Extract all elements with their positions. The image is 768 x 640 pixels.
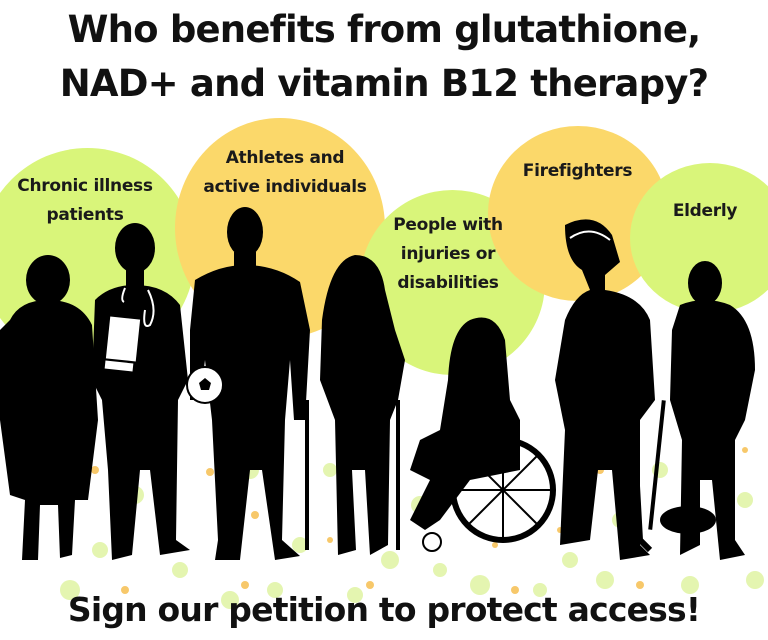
fire-hose <box>627 359 653 553</box>
wheelchair-caster <box>422 532 442 552</box>
label-chronic-illness-line-2: patients <box>46 205 124 225</box>
label-athletes: Athletes and active individuals <box>185 144 385 202</box>
clipboard <box>105 316 141 362</box>
label-disabilities-line-1: People with <box>393 215 503 235</box>
silhouette-nurse <box>92 223 190 560</box>
label-disabilities-line-2: injuries or <box>400 244 496 264</box>
title-line-2: NAD+ and vitamin B12 therapy? <box>59 62 709 105</box>
label-disabilities: People with injuries or disabilities <box>378 211 518 298</box>
silhouette-elderly-woman <box>670 261 755 560</box>
label-disabilities-line-3: disabilities <box>397 273 499 293</box>
label-elderly-line-1: Elderly <box>672 201 738 221</box>
crutch-left <box>305 400 309 550</box>
handbag <box>660 506 716 534</box>
label-chronic-illness: Chronic illness patients <box>5 172 165 230</box>
title-line-1: Who benefits from glutathione, <box>67 8 702 51</box>
crutch-right <box>396 400 400 550</box>
clipboard-strip <box>104 360 134 372</box>
silhouette-wheelchair-user <box>410 317 520 530</box>
silhouette-firefighter <box>555 219 655 560</box>
label-chronic-illness-line-1: Chronic illness <box>17 176 153 196</box>
label-firefighters: Firefighters <box>505 157 650 186</box>
walking-cane <box>648 400 666 530</box>
helmet-stripe <box>569 230 611 241</box>
label-firefighters-line-1: Firefighters <box>522 161 633 181</box>
label-elderly: Elderly <box>650 197 760 226</box>
label-athletes-line-2: active individuals <box>203 177 367 197</box>
label-athletes-line-1: Athletes and <box>225 148 345 168</box>
silhouette-athlete <box>190 207 310 560</box>
silhouette-chronic-patient <box>0 255 98 560</box>
stethoscope <box>121 287 155 327</box>
petition-cta: Sign our petition to protect access! <box>67 590 701 629</box>
silhouette-woman-crutches <box>320 255 405 555</box>
